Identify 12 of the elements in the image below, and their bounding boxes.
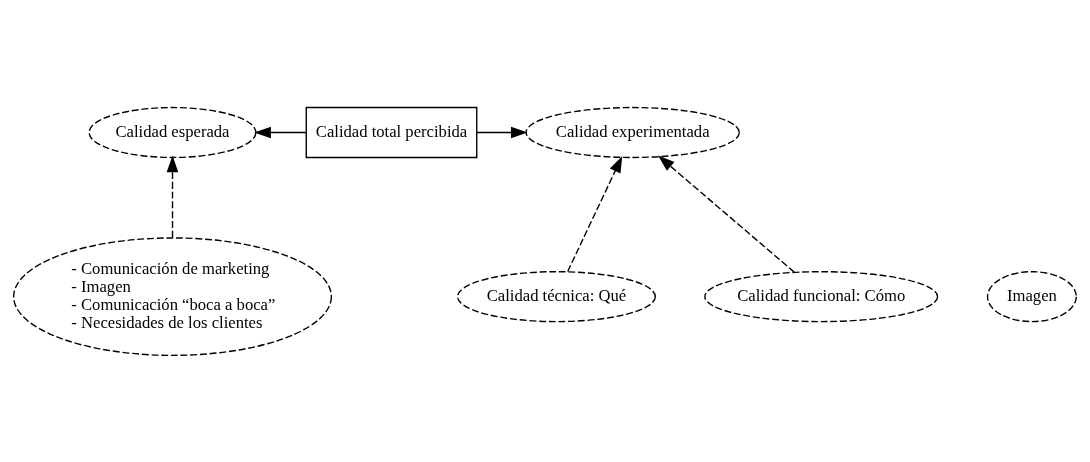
node-box: Calidad total percibida <box>305 106 478 158</box>
node-ellipse: Calidad técnica: Qué <box>456 270 656 322</box>
node-ellipse: Calidad funcional: Cómo <box>704 270 939 322</box>
node-ellipse: Imagen <box>986 270 1077 322</box>
node-ellipse: - Comunicación de marketing - Imagen - Comunicación “boca a boca” - Necesidades de los clientes <box>12 236 333 356</box>
arrow <box>567 155 623 272</box>
arrow <box>476 126 528 138</box>
arrow <box>254 126 307 138</box>
node-ellipse: Calidad esperada <box>88 106 257 158</box>
node-ellipse: Calidad experimentada <box>525 106 740 158</box>
arrow <box>166 155 179 238</box>
arrow <box>658 155 795 273</box>
